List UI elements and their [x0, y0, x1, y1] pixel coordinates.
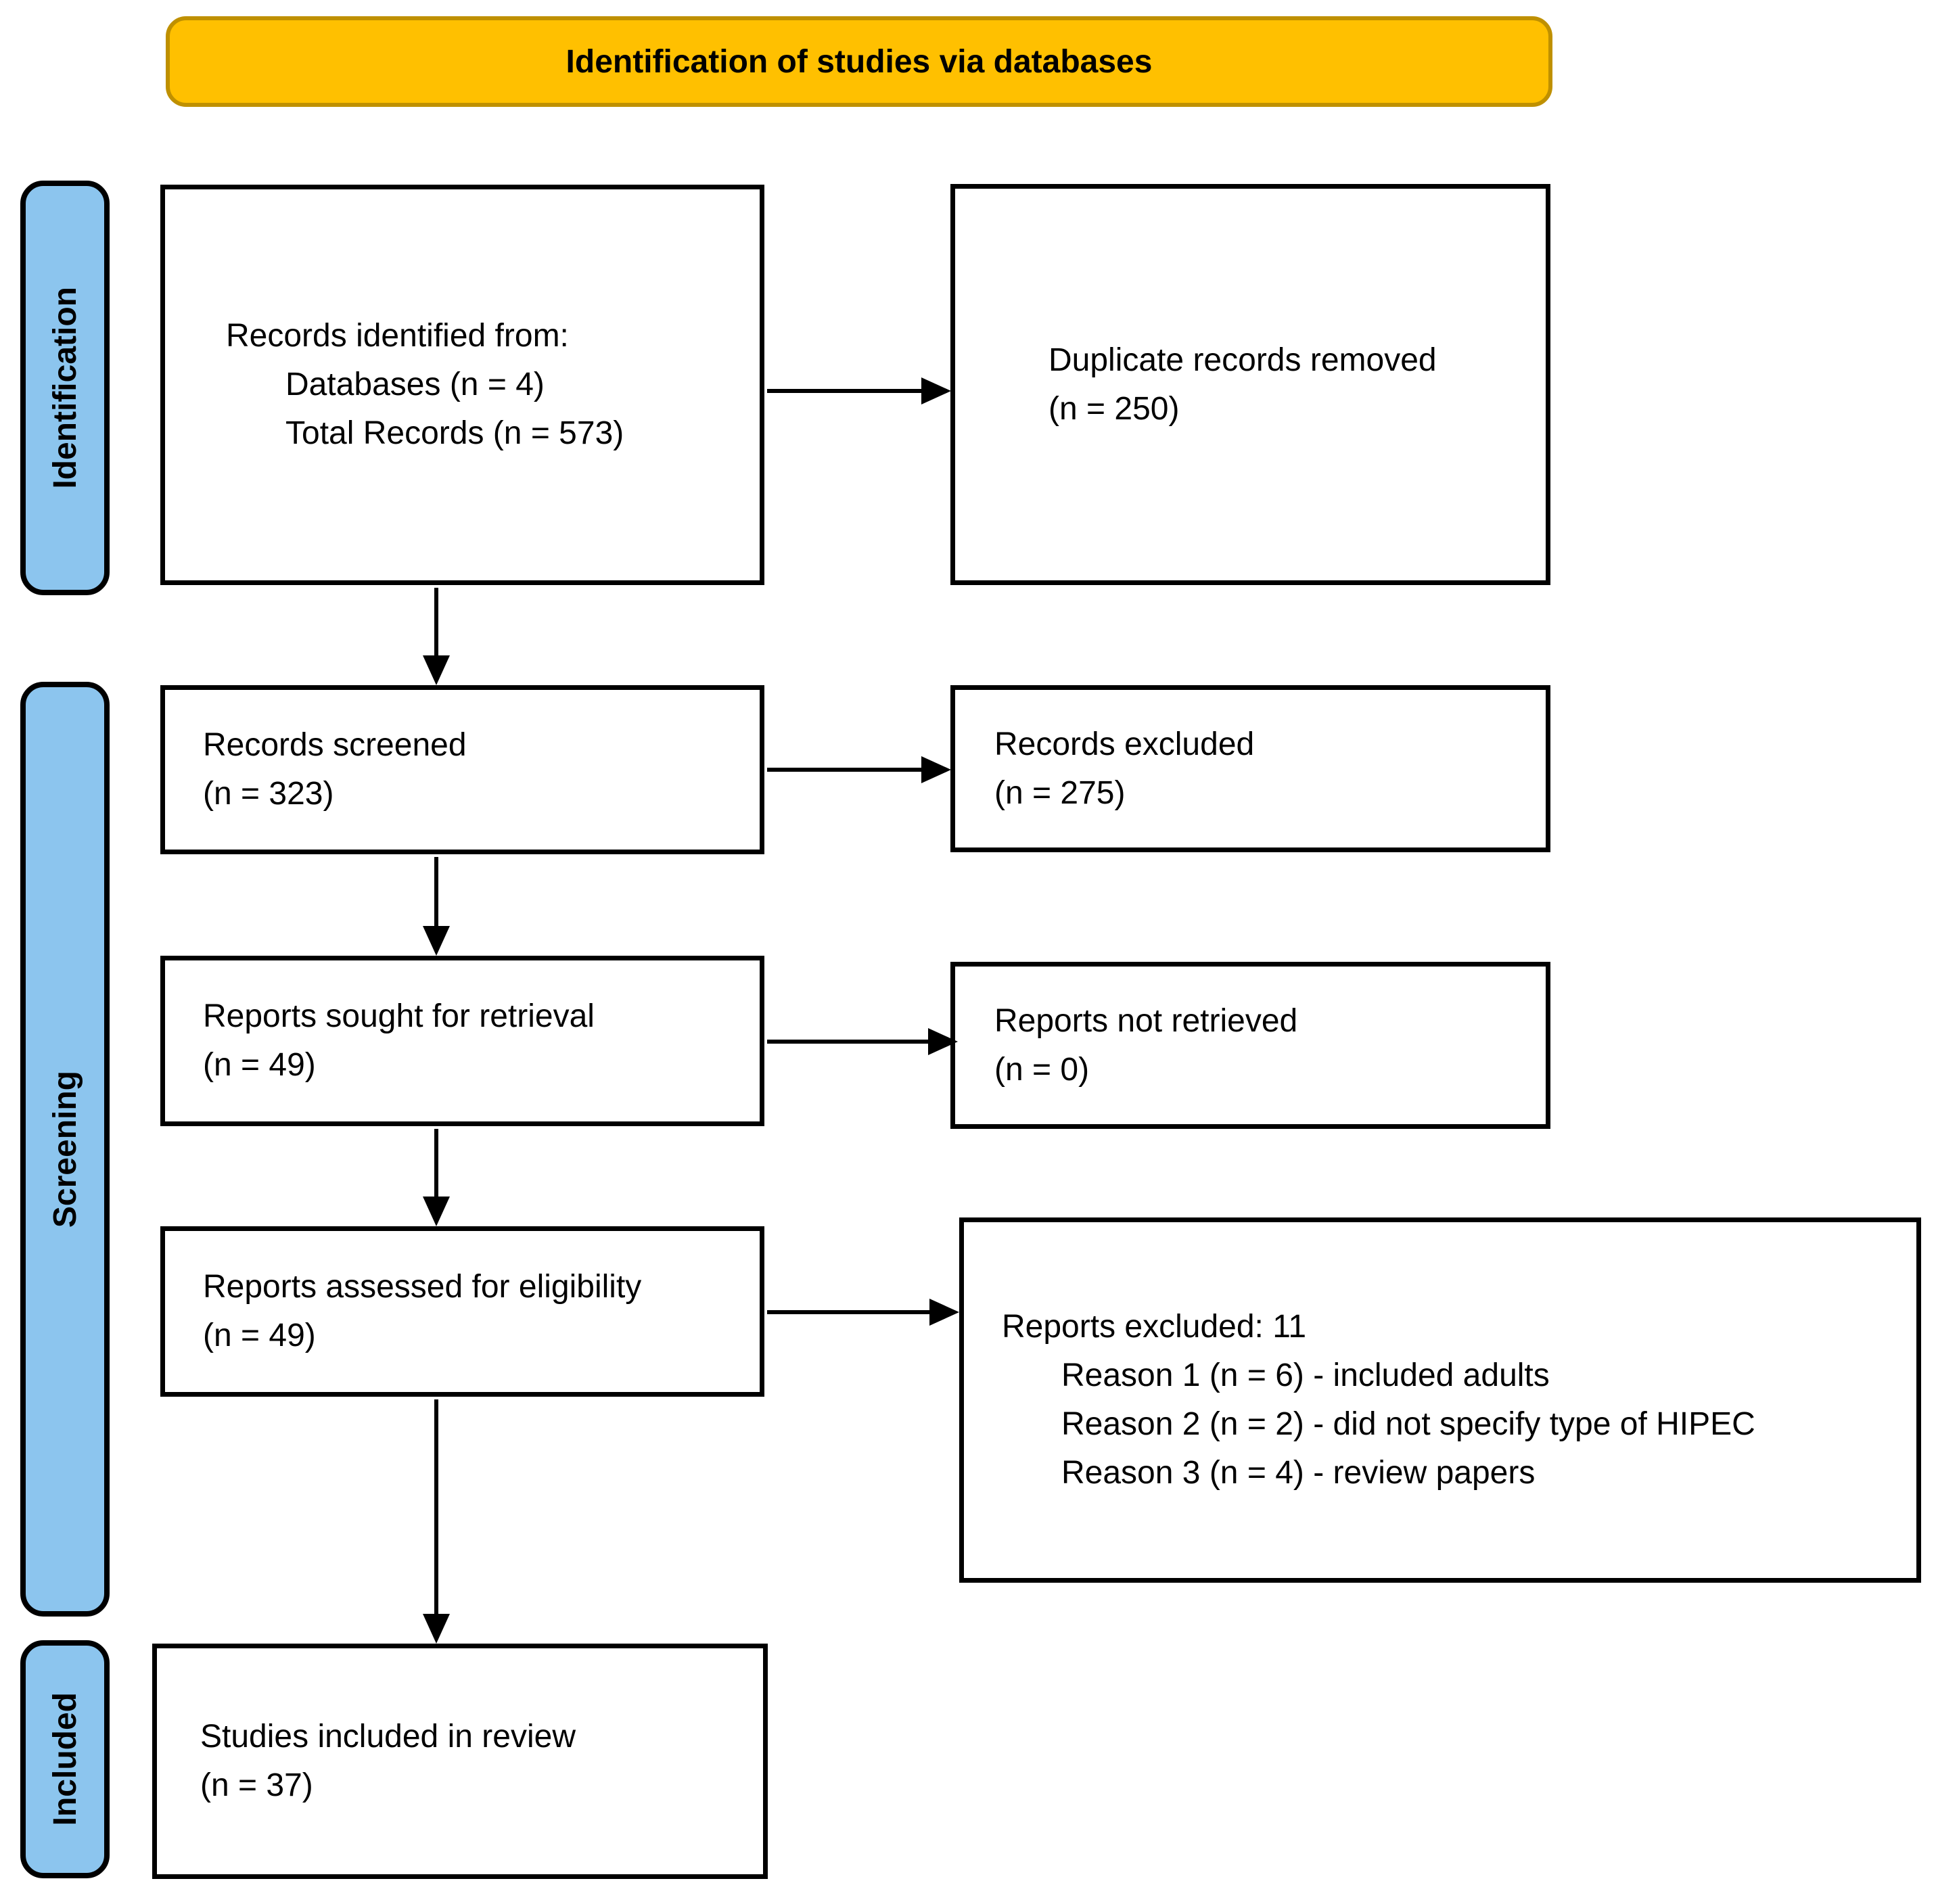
reports-not-retrieved-box: Reports not retrieved (n = 0): [950, 962, 1550, 1129]
studies-included-count: (n = 37): [200, 1767, 313, 1803]
duplicates-removed-count: (n = 250): [1048, 390, 1180, 427]
reports-excluded-box: Reports excluded: 11 Reason 1 (n = 6) - …: [959, 1217, 1921, 1583]
stage-screening: Screening: [20, 682, 110, 1617]
arrow-assessed-to-included: [423, 1399, 450, 1644]
studies-included-box: Studies included in review (n = 37): [152, 1644, 768, 1879]
records-identified-line1: Records identified from:: [226, 318, 569, 354]
records-screened-box: Records screened (n = 323): [160, 685, 764, 854]
reports-sought-line1: Reports sought for retrieval: [203, 998, 595, 1034]
stage-identification: Identification: [20, 181, 110, 595]
arrow-sought-to-assessed: [423, 1129, 450, 1226]
records-excluded-count: (n = 275): [994, 774, 1126, 811]
stage-screening-label: Screening: [47, 1070, 83, 1228]
reports-assessed-box: Reports assessed for eligibility (n = 49…: [160, 1226, 764, 1397]
records-identified-line3: Total Records (n = 573): [285, 415, 624, 451]
reports-excluded-reason1: Reason 1 (n = 6) - included adults: [1061, 1357, 1550, 1393]
records-identified-line2: Databases (n = 4): [285, 367, 545, 402]
reports-excluded-reason2: Reason 2 (n = 2) - did not specify type …: [1061, 1406, 1755, 1442]
studies-included-line1: Studies included in review: [200, 1719, 576, 1755]
stage-identification-label: Identification: [47, 287, 83, 489]
reports-not-retrieved-count: (n = 0): [994, 1051, 1090, 1088]
arrow-identified-to-duplicates: [767, 377, 951, 404]
reports-sought-count: (n = 49): [203, 1047, 316, 1083]
arrow-screened-to-sought: [423, 857, 450, 956]
records-screened-line1: Records screened: [203, 727, 467, 763]
records-excluded-line1: Records excluded: [994, 726, 1255, 762]
reports-assessed-count: (n = 49): [203, 1318, 316, 1353]
banner-title: Identification of studies via databases: [566, 43, 1153, 80]
reports-not-retrieved-line1: Reports not retrieved: [994, 1002, 1298, 1039]
duplicates-removed-box: Duplicate records removed (n = 250): [950, 184, 1550, 585]
reports-assessed-line1: Reports assessed for eligibility: [203, 1269, 642, 1305]
reports-excluded-reason3: Reason 3 (n = 4) - review papers: [1061, 1455, 1536, 1491]
records-screened-count: (n = 323): [203, 776, 334, 812]
stage-included-label: Included: [47, 1692, 83, 1826]
records-identified-box: Records identified from: Databases (n = …: [160, 185, 764, 585]
duplicates-removed-line1: Duplicate records removed: [1048, 342, 1437, 378]
banner-identification-via-databases: Identification of studies via databases: [166, 16, 1552, 107]
arrow-identified-to-screened: [423, 588, 450, 685]
arrow-assessed-to-excluded: [767, 1299, 959, 1326]
records-excluded-box: Records excluded (n = 275): [950, 685, 1550, 852]
reports-excluded-line1: Reports excluded: 11: [1002, 1309, 1307, 1345]
arrow-sought-to-not-retrieved: [767, 1028, 958, 1055]
reports-sought-box: Reports sought for retrieval (n = 49): [160, 956, 764, 1126]
stage-included: Included: [20, 1640, 110, 1878]
arrow-screened-to-excluded: [767, 756, 951, 783]
